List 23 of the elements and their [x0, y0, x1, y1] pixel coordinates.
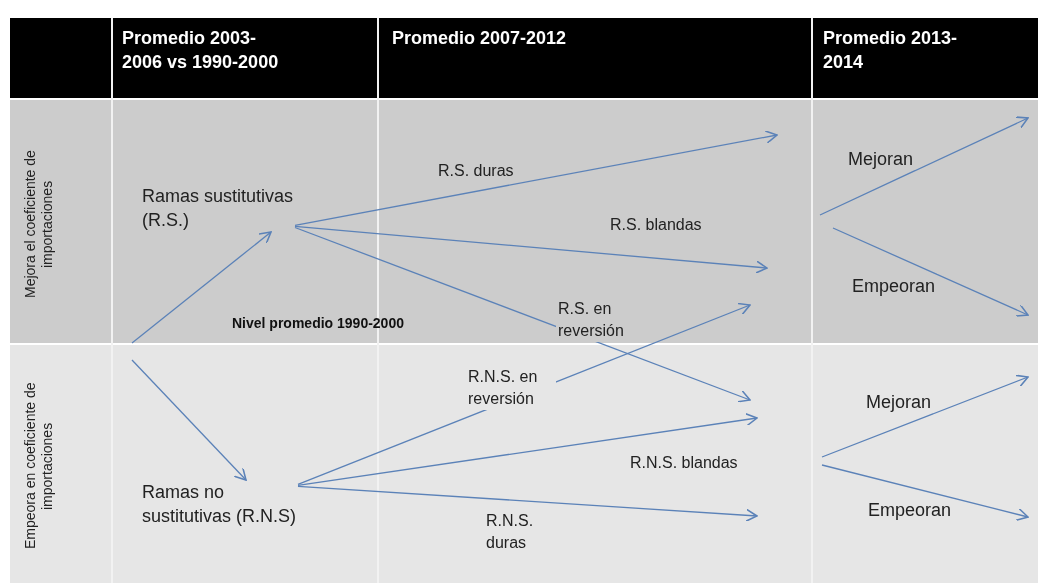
arrow: [294, 226, 751, 403]
arrow: [832, 227, 1029, 317]
arrow: [297, 485, 758, 523]
outcome-label: Mejoran: [866, 389, 933, 414]
arrow: [294, 225, 768, 274]
arrow: [297, 412, 758, 487]
arrow: [819, 116, 1029, 216]
outcome-label: Empeoran: [868, 498, 953, 523]
row-header: Mejora el coeficiente de importaciones: [22, 149, 56, 300]
outcome-label: Mejoran: [848, 146, 915, 171]
reference-note: Nivel promedio 1990-2000: [232, 315, 404, 331]
arrow: [131, 231, 272, 344]
arrow: [821, 374, 1029, 458]
branch-label: Ramas sustitutivas (R.S.): [142, 184, 295, 232]
column-header: Promedio 2013-2014: [823, 27, 959, 74]
arrow: [821, 464, 1029, 521]
outcome-label: Empeoran: [852, 274, 937, 299]
column-header: Promedio 2003-2006 vs 1990-2000: [122, 27, 280, 74]
row-header: Empeora en coeficiente de importaciones: [22, 381, 56, 552]
branch-label: Ramas no sustitutivas (R.N.S): [142, 480, 298, 528]
arrow: [131, 359, 247, 481]
arrow: [294, 130, 778, 226]
column-header: Promedio 2007-2012: [392, 27, 568, 50]
